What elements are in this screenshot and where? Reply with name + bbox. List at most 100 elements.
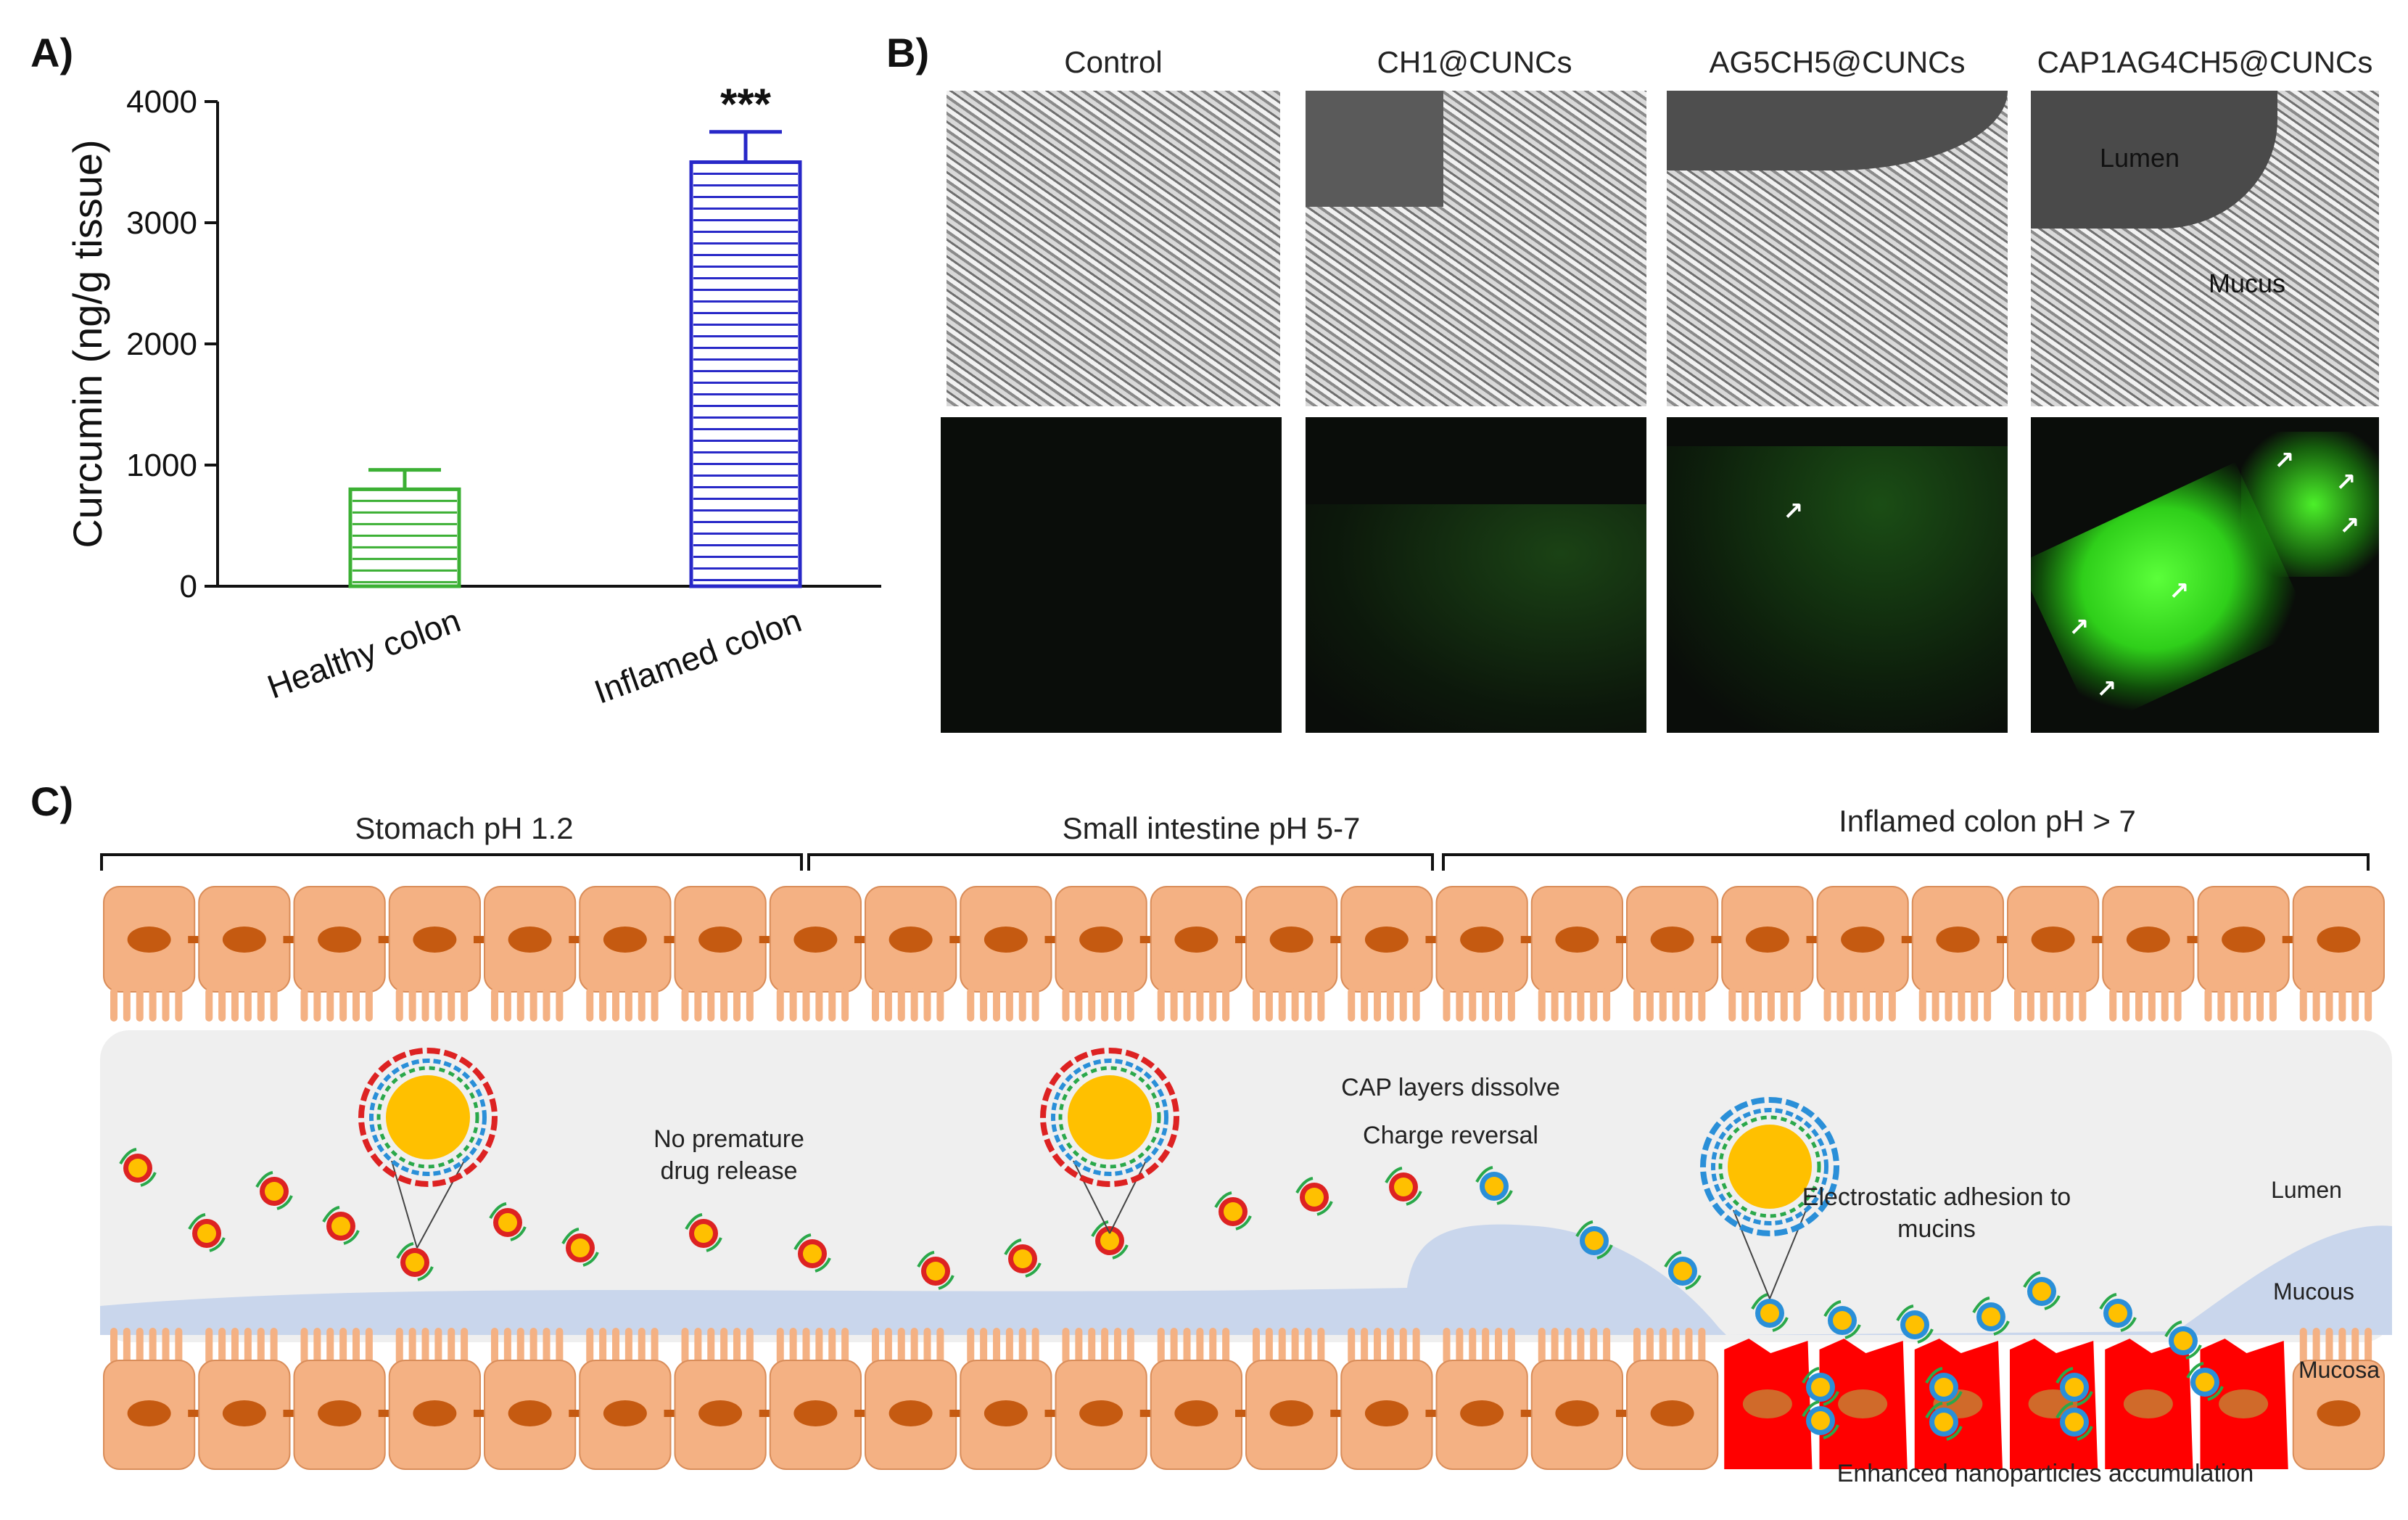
y-axis-label: Curcumin (ng/g tissue)	[65, 139, 110, 548]
microvillus	[1780, 988, 1788, 1022]
microvillus	[599, 1328, 607, 1364]
microvillus	[1672, 1328, 1680, 1364]
microvillus	[136, 1328, 144, 1364]
nucleus	[127, 1400, 171, 1426]
microvillus	[841, 1328, 849, 1364]
particle-core	[386, 1075, 470, 1159]
microvillus	[110, 1328, 117, 1364]
epithelial-cell	[484, 886, 585, 1022]
epithelial-cell	[769, 886, 870, 1022]
microvillus	[1412, 988, 1420, 1022]
microvillus	[1551, 1328, 1559, 1364]
nanoparticle	[1004, 1238, 1042, 1278]
microvillus	[2053, 988, 2061, 1022]
fluorescence-ag5ch5: ↗	[1667, 417, 2008, 733]
particle-core	[2065, 1413, 2084, 1431]
tight-junction	[664, 936, 680, 943]
tight-junction	[1520, 936, 1537, 943]
tight-junction	[759, 1410, 775, 1417]
nucleus	[318, 1400, 362, 1426]
panel-a-label: A)	[30, 30, 74, 75]
microvillus	[1551, 988, 1559, 1022]
microvillus	[2066, 988, 2074, 1022]
microvillus	[1646, 988, 1654, 1022]
microvillus	[1196, 988, 1204, 1022]
microvillus	[1348, 1328, 1356, 1364]
layer-label-lumen: Lumen	[2271, 1177, 2342, 1203]
microvillus	[828, 988, 836, 1022]
epithelial-cell	[1055, 886, 1156, 1022]
microvillus	[1698, 1328, 1706, 1364]
microvillus	[923, 988, 931, 1022]
polymer-chain	[1802, 1367, 1839, 1406]
microvillus	[123, 988, 131, 1022]
microvillus	[1278, 988, 1286, 1022]
epithelial-cell	[2007, 886, 2108, 1022]
microvillus	[313, 1328, 321, 1364]
microvillus	[746, 1328, 754, 1364]
nucleus	[2123, 1389, 2173, 1418]
tight-junction	[1616, 936, 1632, 943]
particle-core	[2174, 1331, 2193, 1350]
region-bracket	[807, 853, 1434, 871]
particle-core	[1728, 1125, 1812, 1209]
particle-core	[1013, 1249, 1032, 1268]
microvillus	[365, 1328, 373, 1364]
nanoparticle	[1475, 1166, 1513, 1205]
microvillus	[2014, 988, 2021, 1022]
microvillus	[231, 1328, 239, 1364]
microvillus	[2122, 988, 2130, 1022]
tight-junction	[1901, 936, 1918, 943]
microvillus	[1507, 1328, 1515, 1364]
nucleus	[1745, 927, 1789, 953]
nanoparticle	[2099, 1293, 2137, 1332]
nanoparticle	[1091, 1220, 1129, 1260]
polymer-chain	[1925, 1367, 1963, 1406]
microvillus	[720, 988, 728, 1022]
microvillus	[746, 988, 754, 1022]
nucleus	[1364, 927, 1409, 953]
microvillus	[1836, 988, 1844, 1022]
polymer-chain	[2186, 1362, 2224, 1401]
particle-shell	[358, 1048, 498, 1187]
nanoparticle	[119, 1148, 157, 1187]
microvillus	[1209, 988, 1217, 1022]
microvillus	[923, 1328, 931, 1364]
microvillus	[802, 1328, 810, 1364]
microvillus	[1633, 988, 1641, 1022]
tight-junction	[1806, 936, 1823, 943]
microvillus	[1931, 988, 1939, 1022]
microvillus	[776, 1328, 784, 1364]
fluorescence-arrow-icon: ↗	[2069, 613, 2090, 642]
callout-line	[1109, 1160, 1147, 1234]
nucleus	[1742, 1389, 1792, 1418]
particle-core	[197, 1224, 216, 1243]
particle-core	[1224, 1202, 1242, 1221]
note-electrostatic-adhesion: Electrostatic adhesion to mucins	[1802, 1183, 2071, 1243]
microvillus	[1291, 1328, 1299, 1364]
epithelial-cell	[484, 1328, 585, 1470]
tight-junction	[1616, 1410, 1632, 1417]
microvillus	[720, 1328, 728, 1364]
particle-core	[265, 1182, 284, 1201]
microvillus	[1659, 1328, 1667, 1364]
nanoparticle	[1823, 1300, 1861, 1339]
microvillus	[1456, 988, 1464, 1022]
polymer-chain	[396, 1242, 434, 1281]
nanoparticle	[561, 1228, 599, 1267]
tight-junction	[854, 1410, 870, 1417]
nanoparticle	[1896, 1305, 1934, 1344]
microvillus	[339, 1328, 347, 1364]
microvillus	[599, 988, 607, 1022]
microvillus	[1075, 988, 1083, 1022]
bar-inflamed-colon	[689, 130, 802, 588]
microvillus	[1253, 1328, 1260, 1364]
nucleus	[1460, 1400, 1504, 1426]
microvillus	[2312, 988, 2320, 1022]
polymer-layer	[1051, 1059, 1168, 1176]
microvillus	[1222, 988, 1230, 1022]
significance-marker: ***	[720, 80, 772, 128]
tight-junction	[569, 936, 585, 943]
nucleus	[2317, 927, 2361, 953]
tight-junction	[283, 1410, 300, 1417]
